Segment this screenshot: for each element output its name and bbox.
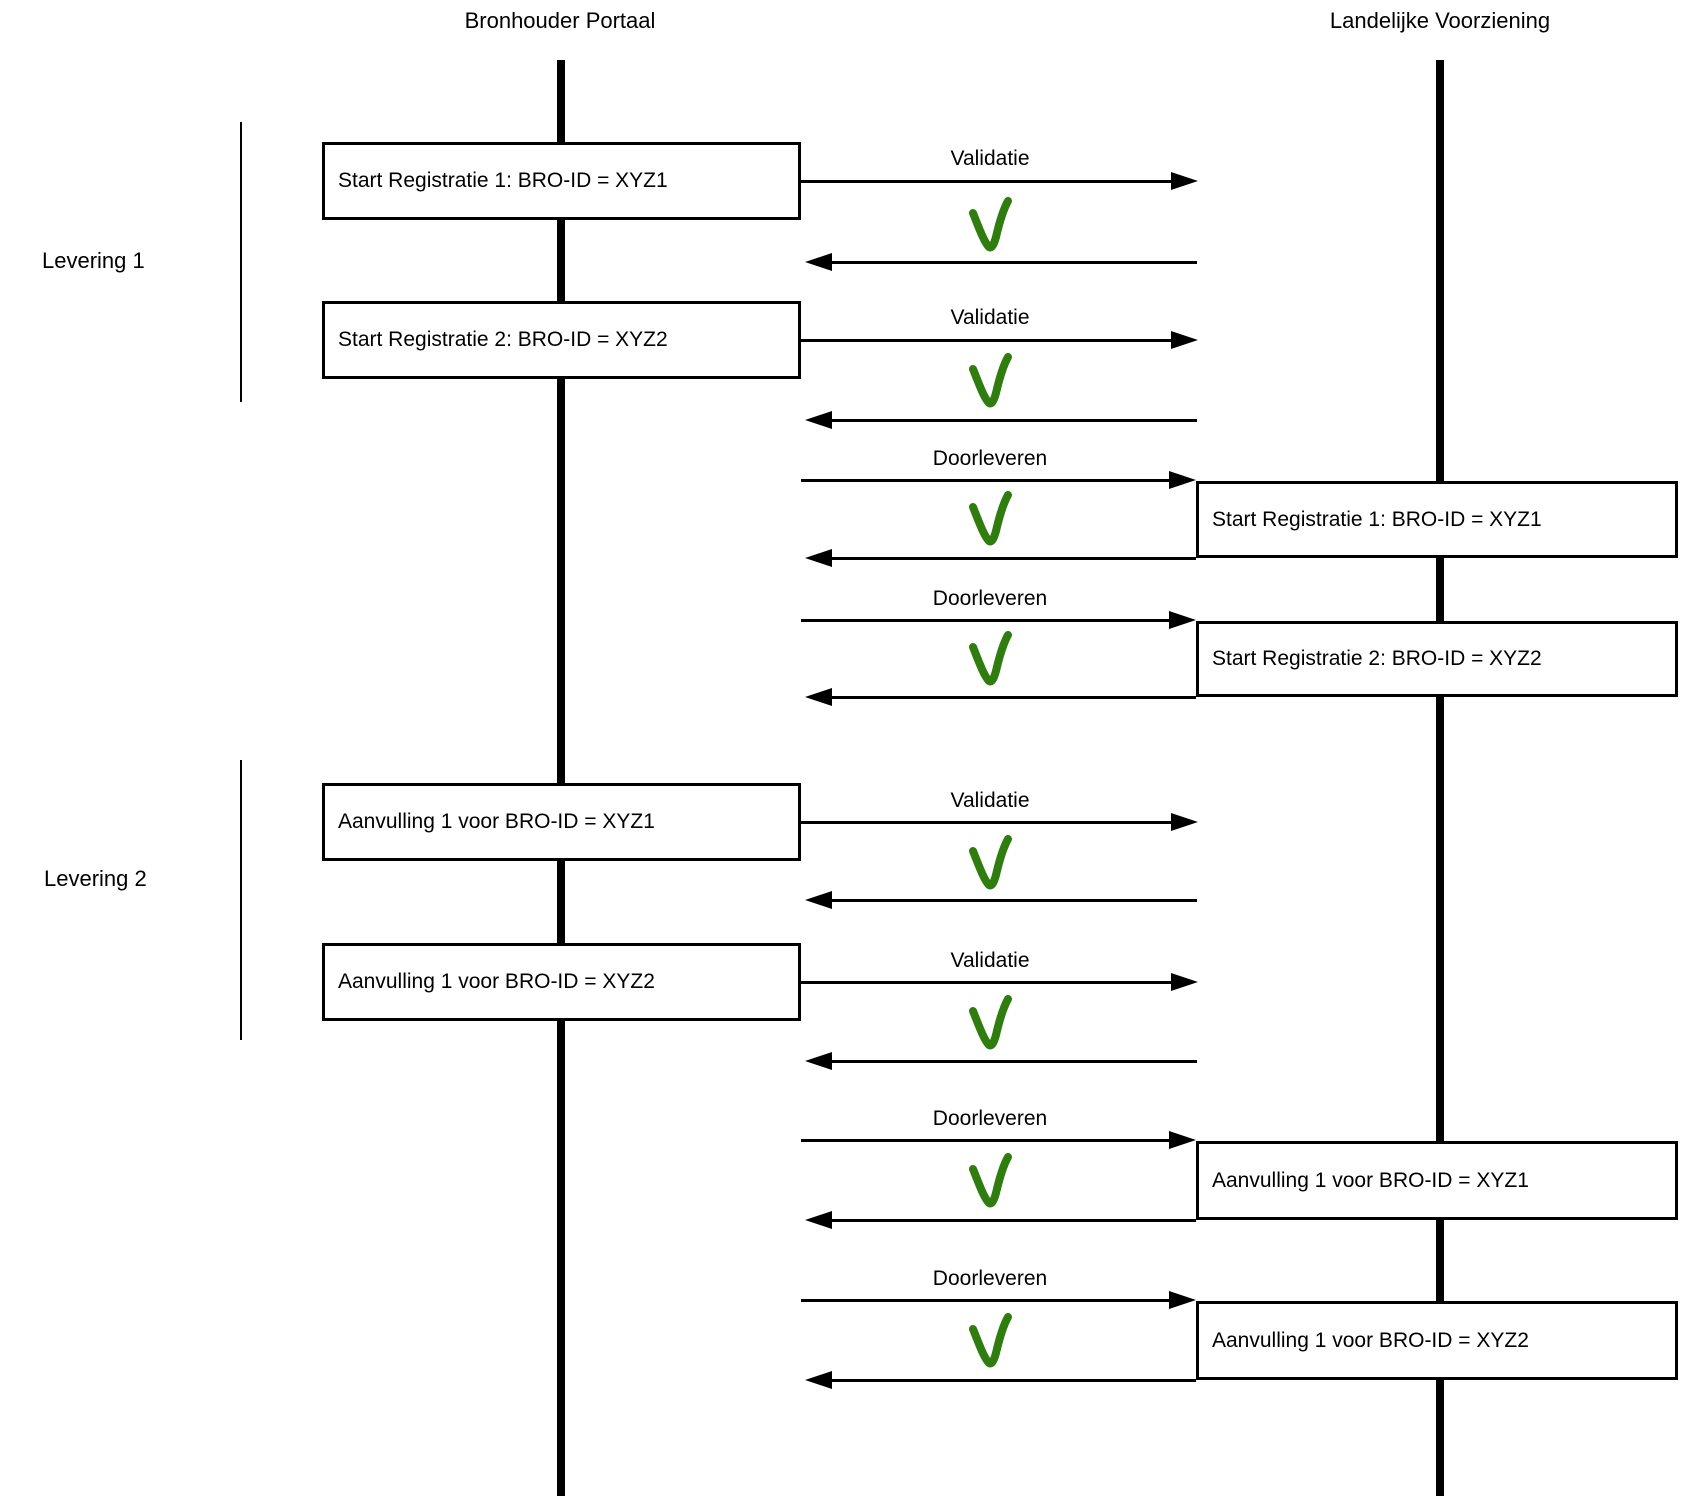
success-checkmark-icon: [969, 353, 1012, 408]
right-arrowhead-icon: [1169, 611, 1196, 629]
right-arrowhead-icon: [1169, 1131, 1196, 1149]
return-arrow-line: [831, 1060, 1197, 1063]
left-arrowhead-icon: [805, 549, 832, 567]
message-label-validatie-3: Validatie: [950, 789, 1030, 812]
request-arrow-line: [801, 1139, 1171, 1142]
right-arrowhead-icon: [1171, 172, 1198, 190]
success-checkmark-icon: [969, 491, 1012, 546]
request-arrow-line: [801, 180, 1173, 183]
message-label-doorleveren-4: Doorleveren: [932, 1267, 1048, 1290]
return-arrow-line: [831, 1379, 1196, 1382]
request-arrow-line: [801, 1299, 1171, 1302]
request-arrow-line: [801, 479, 1171, 482]
message-box-aanvulling-1-xyz1-left: Aanvulling 1 voor BRO-ID = XYZ1: [322, 783, 801, 861]
request-arrow-line: [801, 619, 1171, 622]
return-arrow-line: [831, 899, 1197, 902]
message-label-doorleveren-3: Doorleveren: [932, 1107, 1048, 1130]
message-box-start-registratie-2-left: Start Registratie 2: BRO-ID = XYZ2: [322, 301, 801, 379]
left-arrowhead-icon: [805, 891, 832, 909]
success-checkmark-icon: [969, 1313, 1012, 1368]
lifeline-landelijke-voorziening: [1436, 60, 1444, 1496]
group-label-levering-1: Levering 1: [42, 248, 145, 273]
message-box-aanvulling-1-xyz2-right: Aanvulling 1 voor BRO-ID = XYZ2: [1196, 1301, 1678, 1380]
right-arrowhead-icon: [1169, 1291, 1196, 1309]
message-box-aanvulling-1-xyz1-right: Aanvulling 1 voor BRO-ID = XYZ1: [1196, 1141, 1678, 1220]
return-arrow-line: [831, 261, 1197, 264]
actor-label-landelijke-voorziening: Landelijke Voorziening: [1329, 8, 1551, 33]
message-label-validatie-4: Validatie: [950, 949, 1030, 972]
message-box-start-registratie-1-right: Start Registratie 1: BRO-ID = XYZ1: [1196, 481, 1678, 558]
group-bracket-levering-1: [240, 122, 242, 402]
message-label-doorleveren-2: Doorleveren: [932, 587, 1048, 610]
left-arrowhead-icon: [805, 411, 832, 429]
left-arrowhead-icon: [805, 1211, 832, 1229]
success-checkmark-icon: [969, 995, 1012, 1050]
right-arrowhead-icon: [1169, 471, 1196, 489]
message-label-validatie-2: Validatie: [950, 306, 1030, 329]
return-arrow-line: [831, 419, 1197, 422]
lifeline-bronhouder-portaal: [557, 60, 565, 1496]
request-arrow-line: [801, 981, 1173, 984]
message-label-validatie-1: Validatie: [950, 147, 1030, 170]
message-box-aanvulling-1-xyz2-left: Aanvulling 1 voor BRO-ID = XYZ2: [322, 943, 801, 1021]
actor-label-bronhouder-portaal: Bronhouder Portaal: [464, 8, 656, 33]
success-checkmark-icon: [969, 835, 1012, 890]
right-arrowhead-icon: [1171, 973, 1198, 991]
message-box-start-registratie-2-right: Start Registratie 2: BRO-ID = XYZ2: [1196, 621, 1678, 697]
left-arrowhead-icon: [805, 688, 832, 706]
message-label-doorleveren-1: Doorleveren: [932, 447, 1048, 470]
right-arrowhead-icon: [1171, 813, 1198, 831]
request-arrow-line: [801, 339, 1173, 342]
success-checkmark-icon: [969, 631, 1012, 686]
success-checkmark-icon: [969, 197, 1012, 252]
right-arrowhead-icon: [1171, 331, 1198, 349]
return-arrow-line: [831, 557, 1196, 560]
message-box-start-registratie-1-left: Start Registratie 1: BRO-ID = XYZ1: [322, 142, 801, 220]
group-bracket-levering-2: [240, 760, 242, 1040]
group-label-levering-2: Levering 2: [44, 866, 147, 891]
left-arrowhead-icon: [805, 253, 832, 271]
left-arrowhead-icon: [805, 1052, 832, 1070]
success-checkmark-icon: [969, 1153, 1012, 1208]
left-arrowhead-icon: [805, 1371, 832, 1389]
return-arrow-line: [831, 1219, 1196, 1222]
request-arrow-line: [801, 821, 1173, 824]
return-arrow-line: [831, 696, 1196, 699]
